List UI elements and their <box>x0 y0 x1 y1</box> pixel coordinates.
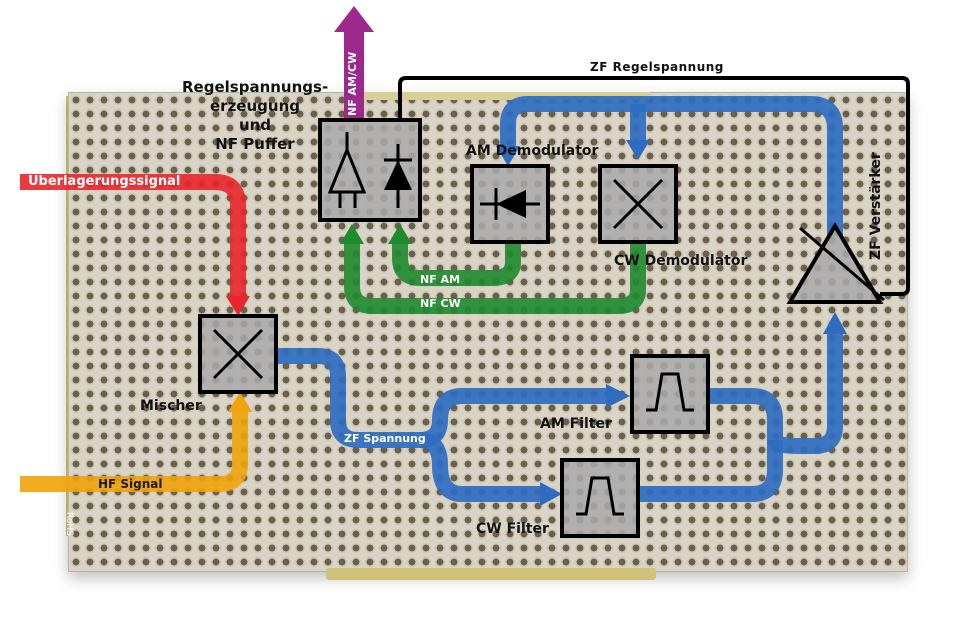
agc-line-label: ZF Regelspannung <box>590 60 724 74</box>
oscillator-signal-label: Überlagerungssignal <box>28 174 181 189</box>
am-demodulator-label: AM Demodulator <box>466 143 599 159</box>
hf-signal-label: HF Signal <box>98 477 163 491</box>
am-filter-arrowhead <box>606 384 630 408</box>
mixer-block <box>198 314 278 394</box>
buffer-amplifier-icon <box>327 132 367 208</box>
cw-demodulator-block <box>598 164 678 244</box>
af-cw-label: NF CW <box>420 297 461 310</box>
cw-filter-out-path <box>640 440 783 502</box>
agc-line <box>398 76 910 296</box>
agc-title-line-4: NF Puffer <box>215 135 295 153</box>
am-filter-out-path <box>708 388 783 440</box>
af-output-label: NF AM/CW <box>346 51 359 116</box>
oscillator-arrowhead <box>226 296 250 316</box>
af-cw-path <box>344 240 646 314</box>
hf-arrowhead <box>228 392 252 412</box>
cw-filter-arrowhead <box>540 482 562 506</box>
if-amp-in-path <box>767 330 843 454</box>
if-amplifier-label: ZF Verstärker <box>868 152 884 260</box>
if-amplifier-block <box>786 222 885 304</box>
diode-icon <box>480 188 540 220</box>
af-cw-arrowhead <box>340 224 364 244</box>
if-amp-in-arrowhead <box>823 312 847 334</box>
af-output-arrowhead <box>334 6 374 32</box>
board-edge-top <box>360 92 650 100</box>
bandpass-icon <box>576 476 624 516</box>
cw-filter-path <box>419 432 544 502</box>
cw-filter-block <box>560 458 640 538</box>
am-filter-label: AM Filter <box>540 416 612 432</box>
mixer-label: Mischer <box>140 398 202 414</box>
agc-title-line-1: Regelspannungs- <box>182 78 329 96</box>
agc-block-title: Regelspannungs- erzeugung und NF Puffer <box>182 78 328 154</box>
cw-demod-in-arrowhead <box>626 140 650 160</box>
agc-title-line-3: und <box>238 116 272 134</box>
rectifier-diode-icon <box>384 144 412 208</box>
variable-gain-arrow-icon <box>799 226 885 302</box>
mixer-x-icon <box>212 328 264 380</box>
af-output-bar <box>344 30 364 120</box>
af-am-path <box>392 240 521 286</box>
mixer-x-icon <box>612 178 664 230</box>
cw-demodulator-label: CW Demodulator <box>614 253 748 269</box>
agc-buffer-block <box>318 118 422 222</box>
af-am-arrowhead <box>388 224 412 244</box>
if-signal-path <box>278 348 420 448</box>
board-edge-bottom <box>326 568 656 580</box>
af-am-label: NF AM <box>420 273 461 286</box>
oscillator-signal-path <box>20 174 246 300</box>
agc-title-line-2: erzeugung <box>210 97 300 115</box>
am-filter-block <box>630 354 710 434</box>
hf-signal-path <box>20 412 248 492</box>
bandpass-icon <box>646 372 694 412</box>
am-demod-in-arrowhead <box>496 146 520 166</box>
if-amp-out-path <box>500 96 843 236</box>
am-demodulator-block <box>470 164 550 244</box>
if-signal-label: ZF Spannung <box>344 432 426 445</box>
cw-filter-label: CW Filter <box>476 521 549 537</box>
